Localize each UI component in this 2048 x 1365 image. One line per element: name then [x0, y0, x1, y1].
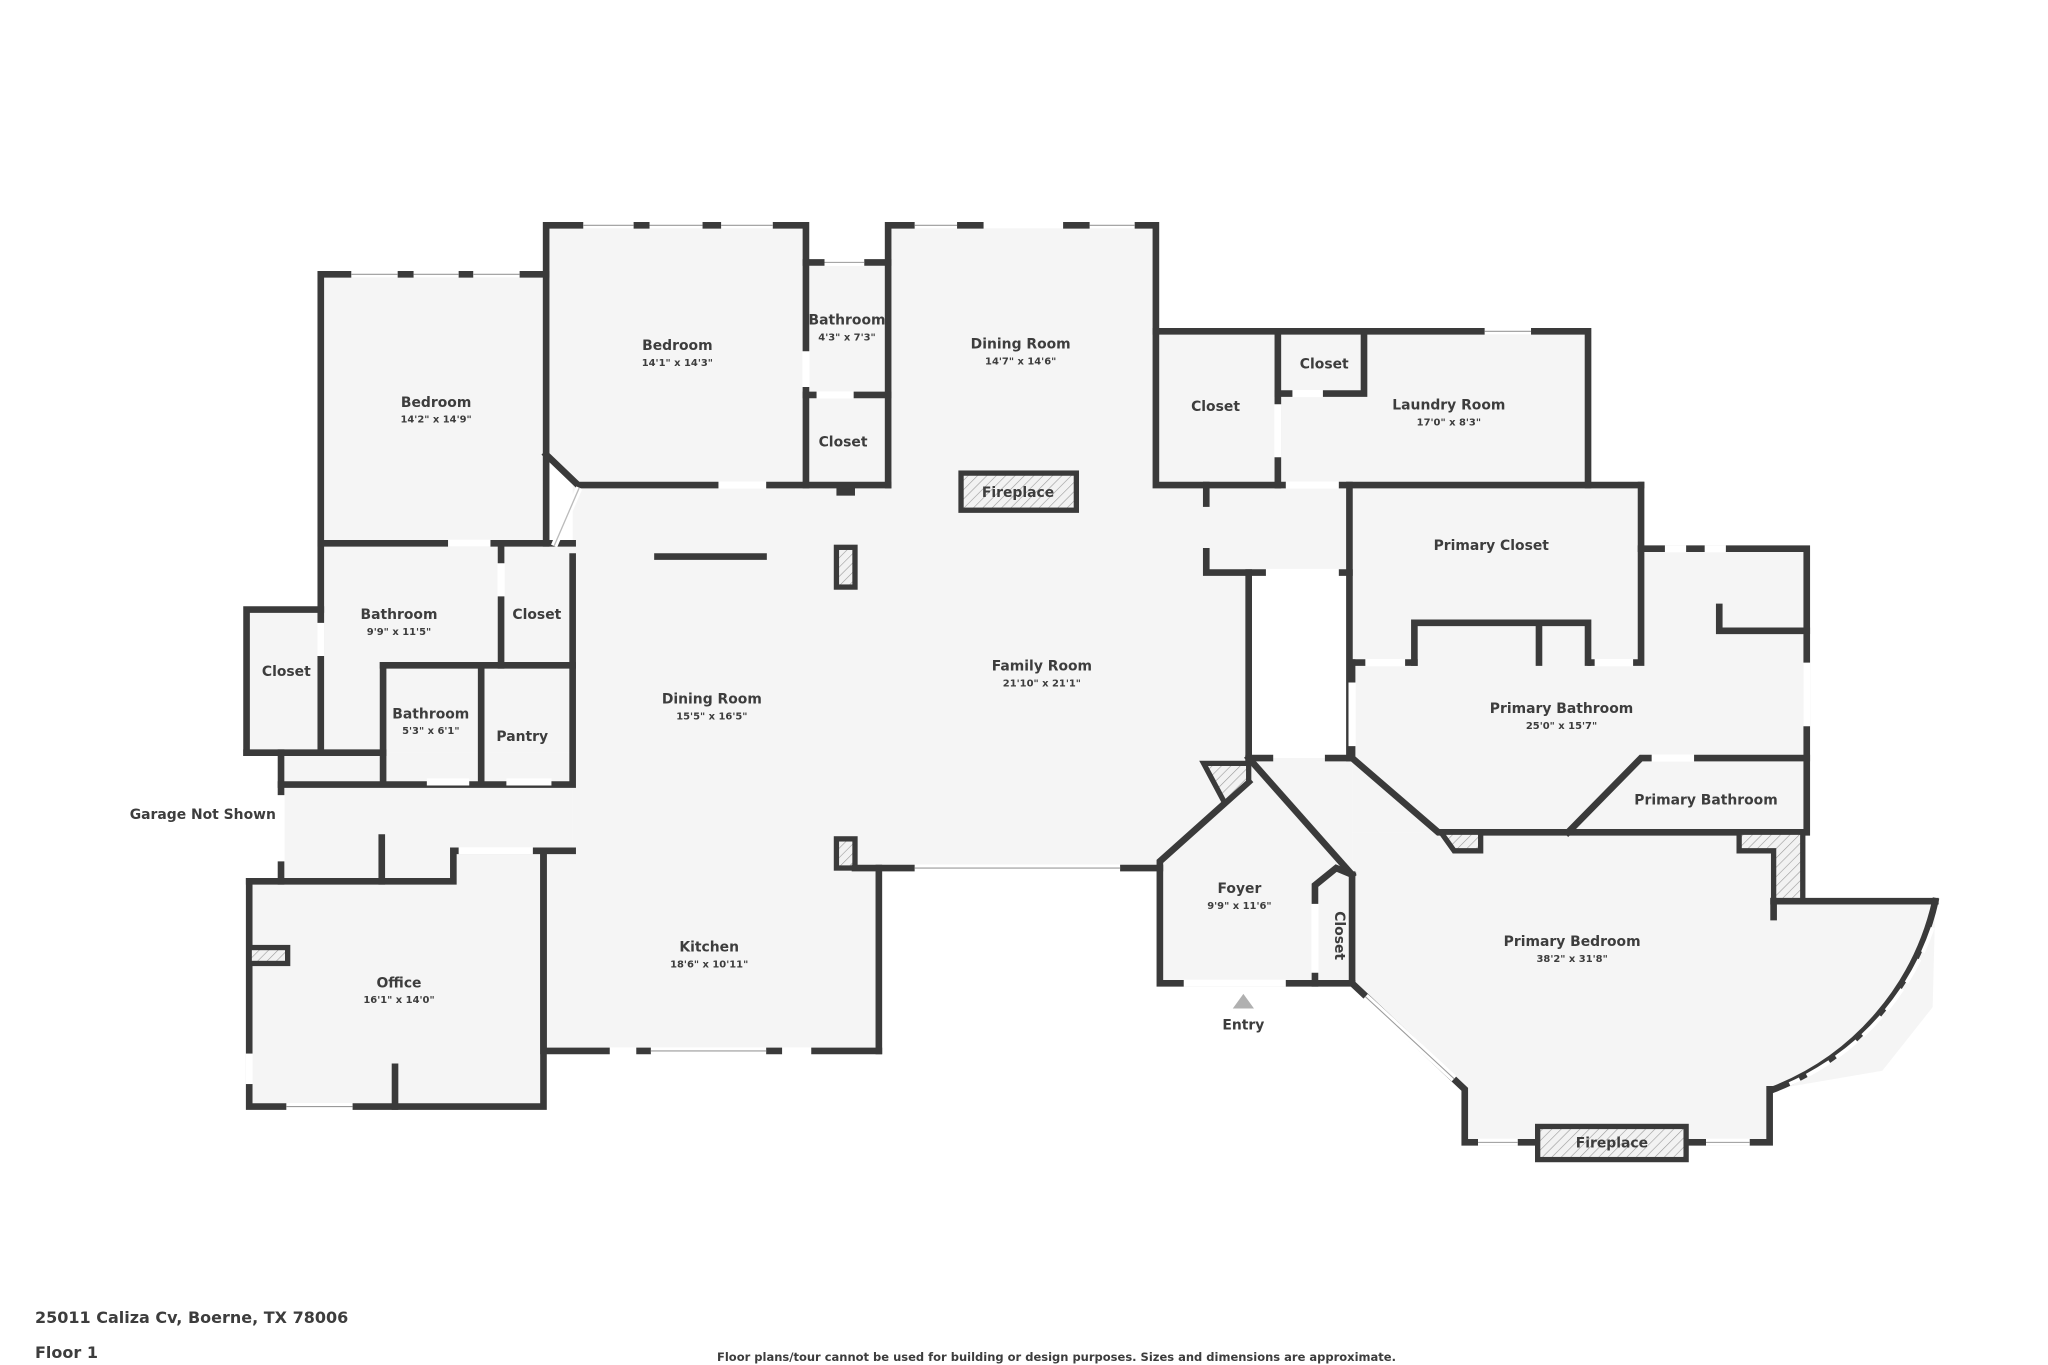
svg-text:Primary Bathroom: Primary Bathroom: [1634, 792, 1777, 808]
room-kitchen: Kitchen 18'6" x 10'11": [670, 940, 748, 971]
svg-text:Bedroom: Bedroom: [401, 395, 471, 411]
room-primary-bedroom: Primary Bedroom 38'2" x 31'8": [1504, 934, 1641, 965]
svg-text:15'5" x 16'5": 15'5" x 16'5": [676, 712, 747, 723]
svg-text:Primary Closet: Primary Closet: [1434, 538, 1550, 554]
svg-text:Bedroom: Bedroom: [642, 338, 712, 354]
room-foyer: Foyer 9'9" x 11'6": [1207, 881, 1271, 912]
svg-text:Office: Office: [376, 975, 421, 991]
entry-label: Entry: [1222, 1018, 1264, 1034]
windows: [245, 221, 1935, 1146]
room-labels: Bedroom 14'2" x 14'9" Bedroom 14'1" x 14…: [130, 313, 1778, 1152]
room-bathroom-half: Bathroom 5'3" x 6'1": [392, 706, 469, 737]
room-closet-3: Closet: [1300, 356, 1349, 372]
fireplace-label-bedroom: Fireplace: [1576, 1136, 1648, 1152]
svg-text:Bathroom: Bathroom: [809, 313, 886, 329]
svg-text:16'1" x 14'0": 16'1" x 14'0": [363, 995, 434, 1006]
svg-text:18'6" x 10'11": 18'6" x 10'11": [670, 959, 748, 970]
room-primary-closet: Primary Closet: [1434, 538, 1550, 554]
room-bathroom-small: Bathroom 4'3" x 7'3": [809, 313, 886, 344]
room-bedroom-1: Bedroom 14'2" x 14'9": [400, 395, 471, 426]
svg-text:21'10" x 21'1": 21'10" x 21'1": [1003, 678, 1081, 689]
svg-text:Closet: Closet: [262, 664, 311, 680]
svg-text:Pantry: Pantry: [496, 729, 548, 745]
svg-text:14'7" x 14'6": 14'7" x 14'6": [985, 356, 1056, 367]
floor-label: Floor 1: [35, 1343, 98, 1362]
svg-text:Closet: Closet: [1191, 399, 1240, 415]
svg-text:14'1" x 14'3": 14'1" x 14'3": [642, 358, 713, 369]
svg-text:Primary Bathroom: Primary Bathroom: [1490, 701, 1633, 717]
svg-text:9'9" x 11'6": 9'9" x 11'6": [1207, 901, 1271, 912]
room-family-room: Family Room 21'10" x 21'1": [992, 659, 1092, 690]
room-laundry: Laundry Room 17'0" x 8'3": [1392, 398, 1505, 429]
svg-text:14'2" x 14'9": 14'2" x 14'9": [400, 415, 471, 426]
svg-text:Dining Room: Dining Room: [971, 337, 1071, 353]
disclaimer: Floor plans/tour cannot be used for buil…: [717, 1350, 1396, 1364]
room-closet-1: Closet: [819, 435, 868, 451]
room-closet-5: Closet: [262, 664, 311, 680]
room-primary-bathroom: Primary Bathroom 25'0" x 15'7": [1490, 701, 1633, 732]
svg-text:Bathroom: Bathroom: [360, 607, 437, 623]
room-primary-bathroom-2: Primary Bathroom: [1634, 792, 1777, 808]
svg-text:Closet: Closet: [819, 435, 868, 451]
svg-text:38'2" x 31'8": 38'2" x 31'8": [1536, 954, 1607, 965]
svg-text:5'3" x 6'1": 5'3" x 6'1": [402, 726, 459, 737]
triangle-up-icon: [1232, 993, 1254, 1009]
svg-text:Primary Bedroom: Primary Bedroom: [1504, 934, 1641, 950]
svg-text:Family Room: Family Room: [992, 659, 1092, 675]
svg-text:Kitchen: Kitchen: [679, 940, 739, 956]
svg-text:Dining Room: Dining Room: [662, 692, 762, 708]
svg-text:17'0" x 8'3": 17'0" x 8'3": [1417, 417, 1481, 428]
garage-note: Garage Not Shown: [130, 807, 276, 823]
room-closet-2: Closet: [1191, 399, 1240, 415]
svg-text:4'3" x 7'3": 4'3" x 7'3": [818, 333, 875, 344]
svg-text:Bathroom: Bathroom: [392, 706, 469, 722]
room-dining-room-top: Dining Room 14'7" x 14'6": [971, 337, 1071, 368]
fireplace-dining: [958, 470, 1080, 513]
room-dining-room-main: Dining Room 15'5" x 16'5": [662, 692, 762, 723]
svg-text:Laundry Room: Laundry Room: [1392, 398, 1505, 414]
svg-text:25'0" x 15'7": 25'0" x 15'7": [1526, 721, 1597, 732]
room-office: Office 16'1" x 14'0": [363, 975, 434, 1006]
svg-text:9'9" x 11'5": 9'9" x 11'5": [367, 627, 431, 638]
svg-text:Closet: Closet: [1300, 356, 1349, 372]
room-pantry: Pantry: [496, 729, 548, 745]
svg-text:Closet: Closet: [512, 607, 561, 623]
property-address: 25011 Caliza Cv, Boerne, TX 78006: [35, 1308, 349, 1327]
fireplace-label-dining: Fireplace: [982, 485, 1054, 501]
room-bedroom-2: Bedroom 14'1" x 14'3": [642, 338, 713, 369]
room-bathroom-left: Bathroom 9'9" x 11'5": [360, 607, 437, 638]
svg-text:Foyer: Foyer: [1217, 881, 1261, 897]
room-closet-foyer: Closet: [1331, 911, 1347, 960]
floor-fills: [246, 225, 1936, 1143]
room-closet-4: Closet: [512, 607, 561, 623]
svg-text:Closet: Closet: [1331, 911, 1347, 960]
